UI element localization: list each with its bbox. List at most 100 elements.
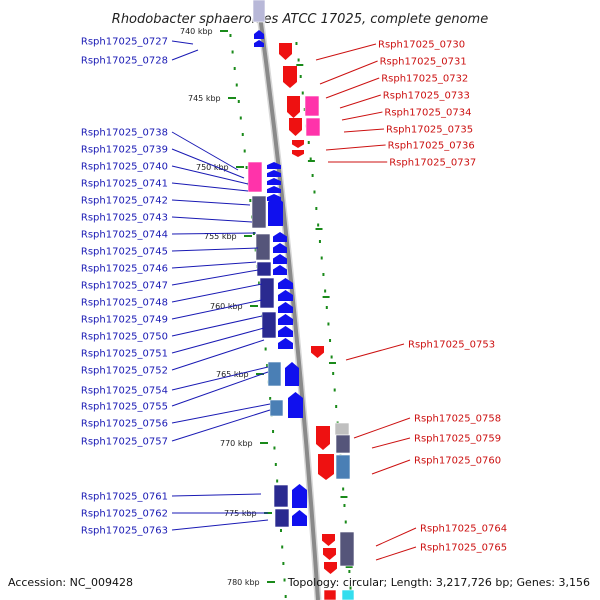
leader-line xyxy=(375,546,417,561)
gene-label-left[interactable]: Rsph17025_0749 xyxy=(81,315,168,326)
leader-line xyxy=(171,216,253,223)
tick-dot xyxy=(229,34,232,37)
tick-dot xyxy=(299,75,302,78)
tick-dash xyxy=(296,64,304,66)
tick-dot xyxy=(335,405,338,408)
gene-block xyxy=(305,117,321,137)
reverse-gene-arrow xyxy=(316,426,330,450)
gene-label-left[interactable]: Rsph17025_0757 xyxy=(81,437,168,448)
tick-dot xyxy=(329,339,332,342)
tick-dot xyxy=(279,529,282,532)
gene-label-left[interactable]: Rsph17025_0750 xyxy=(81,332,168,343)
gene-block xyxy=(255,233,271,261)
gene-label-right[interactable]: Rsph17025_0733 xyxy=(383,91,470,102)
gene-label-left[interactable]: Rsph17025_0756 xyxy=(81,419,168,430)
tick-dash xyxy=(340,496,348,498)
tick-dot xyxy=(318,240,321,243)
tick-dot xyxy=(322,273,325,276)
tick-dot xyxy=(343,504,346,507)
accession-text: Accession: NC_009428 xyxy=(8,576,133,589)
gene-label-left[interactable]: Rsph17025_0751 xyxy=(81,349,168,360)
gene-label-left[interactable]: Rsph17025_0740 xyxy=(81,162,168,173)
tick-dot xyxy=(342,487,345,491)
gene-label-right[interactable]: Rsph17025_0760 xyxy=(414,456,501,467)
forward-gene-arrow xyxy=(278,278,293,289)
tick-dot xyxy=(266,364,269,367)
gene-label-right[interactable]: Rsph17025_0731 xyxy=(380,57,467,68)
left-gene-labels[interactable]: Rsph17025_0727Rsph17025_0728Rsph17025_07… xyxy=(81,37,168,537)
forward-gene-arrow xyxy=(292,510,307,526)
gene-label-left[interactable]: Rsph17025_0745 xyxy=(81,247,168,258)
gene-label-left[interactable]: Rsph17025_0728 xyxy=(81,56,168,67)
kbp-label: 760 kbp xyxy=(210,302,243,311)
gene-label-right[interactable]: Rsph17025_0759 xyxy=(414,434,501,445)
gene-label-right[interactable]: Rsph17025_0765 xyxy=(420,543,507,554)
reverse-gene-arrow xyxy=(289,118,302,136)
tick-dot xyxy=(313,190,316,194)
gene-block xyxy=(341,589,355,600)
forward-gene-arrow xyxy=(278,326,293,337)
gene-label-right[interactable]: Rsph17025_0753 xyxy=(408,340,495,351)
forward-gene-arrow xyxy=(278,314,293,325)
gene-label-left[interactable]: Rsph17025_0754 xyxy=(81,386,168,397)
gene-block xyxy=(304,95,320,117)
tick-dot xyxy=(333,388,336,392)
tick-dot xyxy=(283,578,286,582)
gene-block xyxy=(273,484,289,508)
tick-dot xyxy=(327,322,330,326)
gene-label-left[interactable]: Rsph17025_0741 xyxy=(81,179,168,190)
reverse-gene-arrow xyxy=(324,562,337,574)
leader-line xyxy=(341,111,383,121)
leader-line xyxy=(171,131,239,171)
kbp-tick xyxy=(250,305,258,307)
leader-line xyxy=(371,437,411,449)
reverse-gene-arrow xyxy=(292,150,304,157)
gene-label-left[interactable]: Rsph17025_0746 xyxy=(81,264,168,275)
gene-label-left[interactable]: Rsph17025_0747 xyxy=(81,281,168,292)
tick-dot xyxy=(269,397,272,400)
tick-dot xyxy=(282,562,285,565)
kbp-label: 755 kbp xyxy=(204,232,237,241)
gene-block xyxy=(259,277,275,309)
kbp-label: 740 kbp xyxy=(180,27,213,36)
gene-label-left[interactable]: Rsph17025_0738 xyxy=(81,128,168,139)
gene-block xyxy=(261,311,277,339)
reverse-gene-arrow xyxy=(287,96,300,118)
leader-line xyxy=(171,232,257,235)
tick-dot xyxy=(281,545,284,549)
gene-label-left[interactable]: Rsph17025_0739 xyxy=(81,145,168,156)
gene-label-left[interactable]: Rsph17025_0748 xyxy=(81,298,168,309)
leader-line xyxy=(339,94,381,109)
gene-block xyxy=(274,508,290,528)
gene-label-left[interactable]: Rsph17025_0752 xyxy=(81,366,168,377)
leader-line xyxy=(171,261,257,269)
gene-label-left[interactable]: Rsph17025_0744 xyxy=(81,230,168,241)
gene-block xyxy=(323,589,337,600)
leader-line xyxy=(171,371,269,407)
gene-label-right[interactable]: Rsph17025_0758 xyxy=(414,414,501,425)
gene-label-right[interactable]: Rsph17025_0764 xyxy=(420,524,507,535)
gene-label-left[interactable]: Rsph17025_0755 xyxy=(81,402,168,413)
gene-label-right[interactable]: Rsph17025_0732 xyxy=(381,74,468,85)
gene-label-left[interactable]: Rsph17025_0742 xyxy=(81,196,168,207)
gene-label-left[interactable]: Rsph17025_0763 xyxy=(81,526,168,537)
gene-label-right[interactable]: Rsph17025_0737 xyxy=(389,158,476,169)
tick-dot xyxy=(317,223,320,227)
reverse-gene-arrow xyxy=(322,534,335,546)
right-gene-labels[interactable]: Rsph17025_0730Rsph17025_0731Rsph17025_07… xyxy=(378,40,507,554)
tick-dot xyxy=(315,207,318,210)
leader-line xyxy=(171,148,245,179)
gene-label-right[interactable]: Rsph17025_0730 xyxy=(378,40,465,51)
gene-label-right[interactable]: Rsph17025_0735 xyxy=(386,125,473,136)
gene-label-left[interactable]: Rsph17025_0762 xyxy=(81,509,168,520)
gene-label-right[interactable]: Rsph17025_0736 xyxy=(388,141,475,152)
leader-line xyxy=(315,43,377,61)
gene-label-left[interactable]: Rsph17025_0727 xyxy=(81,37,168,48)
gene-label-right[interactable]: Rsph17025_0734 xyxy=(384,108,471,119)
gene-label-left[interactable]: Rsph17025_0743 xyxy=(81,213,168,224)
gene-label-left[interactable]: Rsph17025_0761 xyxy=(81,492,168,503)
leader-line xyxy=(343,128,385,133)
leader-line xyxy=(171,409,271,442)
leader-line xyxy=(171,519,269,531)
